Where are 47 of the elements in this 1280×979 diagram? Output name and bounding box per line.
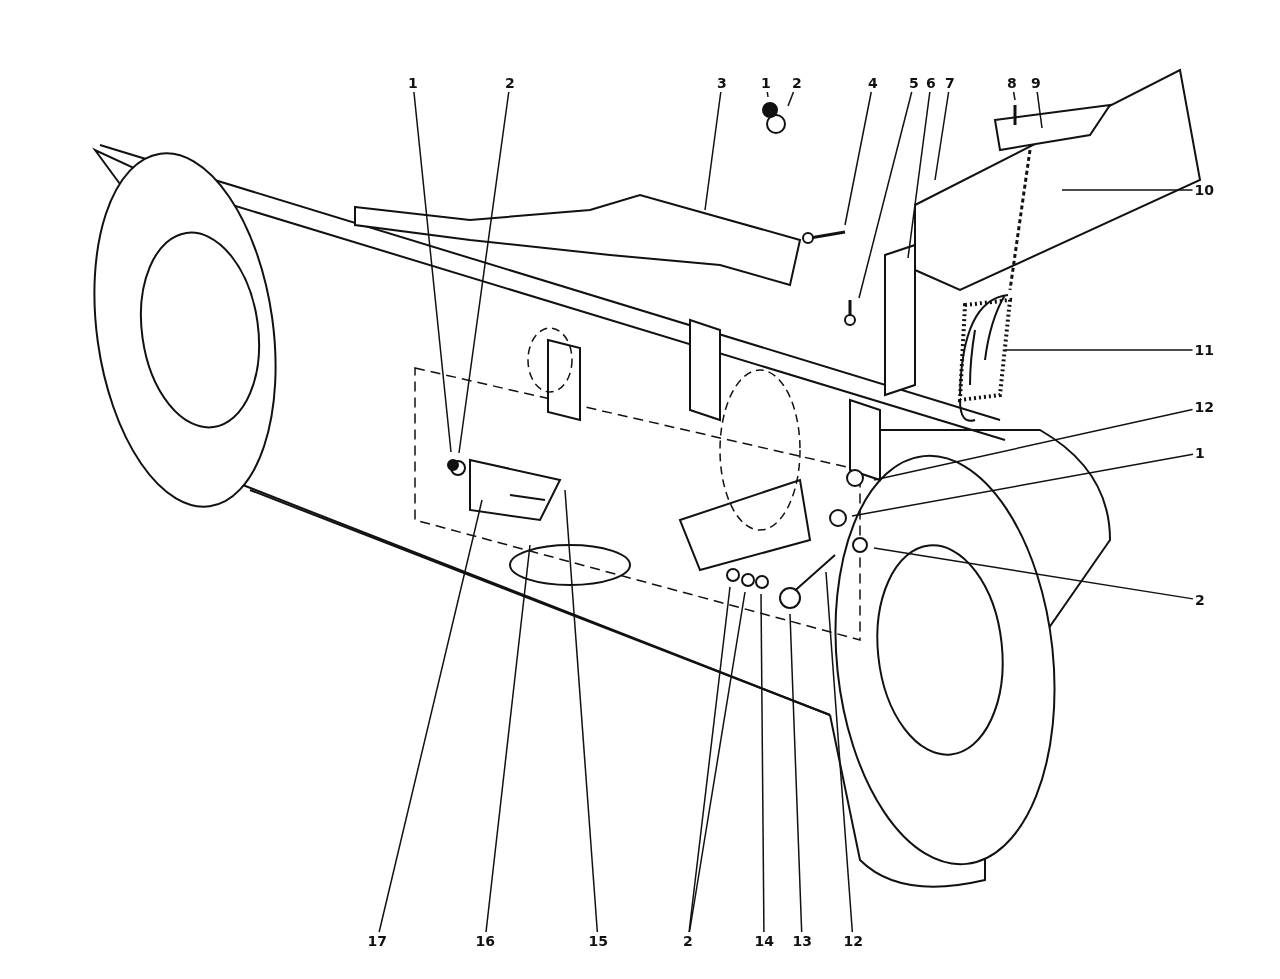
leader-line <box>378 499 483 933</box>
leader-line <box>825 571 854 933</box>
callout-number: 3 <box>716 75 728 91</box>
leader-line <box>1061 189 1194 191</box>
leader-line <box>766 91 769 98</box>
leader-line <box>760 593 765 933</box>
leader-line <box>907 91 931 259</box>
callout-number: 12 <box>842 933 864 949</box>
leader-line <box>858 91 913 299</box>
callout-number: 16 <box>474 933 496 949</box>
callout-number: 1 <box>1194 445 1206 461</box>
leader-line <box>413 91 452 453</box>
callout-number: 6 <box>925 75 937 91</box>
leader-line <box>688 586 731 933</box>
leader-line <box>851 453 1194 517</box>
callout-number: 4 <box>867 75 879 91</box>
callout-number: 8 <box>1006 75 1018 91</box>
callout-number: 7 <box>944 75 956 91</box>
callout-number: 1 <box>760 75 772 91</box>
callout-number: 9 <box>1030 75 1042 91</box>
leader-line <box>1012 91 1016 101</box>
callout-number: 13 <box>791 933 813 949</box>
leader-line <box>844 91 872 226</box>
leader-line <box>873 547 1194 600</box>
leader-line <box>485 544 531 933</box>
leader-line <box>564 489 599 933</box>
leader-line <box>787 91 795 107</box>
callout-number: 12 <box>1193 399 1215 415</box>
leader-line <box>789 613 803 933</box>
callout-number: 10 <box>1193 182 1215 198</box>
leader-line <box>873 408 1194 481</box>
leader-line <box>688 591 746 933</box>
callout-number: 2 <box>1194 592 1206 608</box>
callout-number: 17 <box>366 933 388 949</box>
callout-number: 1 <box>407 75 419 91</box>
leader-line <box>934 91 950 181</box>
callout-number: 5 <box>908 75 920 91</box>
callout-number: 2 <box>791 75 803 91</box>
callout-number: 14 <box>753 933 775 949</box>
callout-number: 2 <box>682 933 694 949</box>
leader-line <box>1036 91 1043 129</box>
callout-number: 11 <box>1193 342 1215 358</box>
callout-number: 15 <box>587 933 609 949</box>
leader-line <box>458 91 510 454</box>
callout-number: 2 <box>504 75 516 91</box>
leader-line <box>704 91 722 211</box>
leader-line <box>1004 349 1194 351</box>
